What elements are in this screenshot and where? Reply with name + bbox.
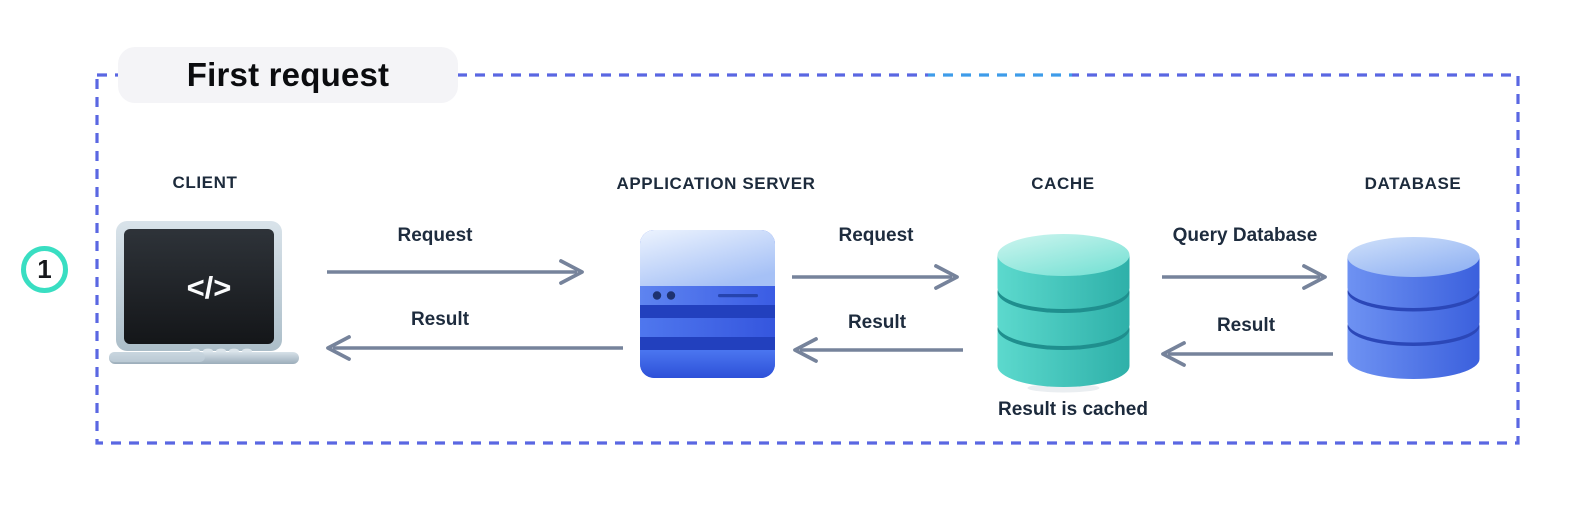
edge-label-appserver-to-client: Result <box>410 309 470 330</box>
edge-database-to-cache-arrow <box>1158 339 1335 369</box>
step-number-badge: 1 <box>21 246 68 293</box>
app-server-icon <box>640 230 775 378</box>
cache-caption: Result is cached <box>998 399 1148 420</box>
edge-label-appserver-to-cache: Request <box>838 225 914 246</box>
diagram-title: First request <box>186 56 390 93</box>
node-label-cache: CACHE <box>1031 174 1095 193</box>
laptop-code-icon: </> <box>109 221 299 364</box>
arrow-right-icon <box>327 259 584 285</box>
arrow-right-icon <box>792 264 959 290</box>
node-label-application-server: APPLICATION SERVER <box>616 174 816 193</box>
cache-cylinder-icon <box>997 234 1130 393</box>
edge-appserver-to-client-arrow <box>323 333 625 363</box>
diagram-title-chip: First request <box>118 47 458 103</box>
dashed-frame-border <box>95 73 1520 445</box>
database-cylinder-icon <box>1347 237 1480 379</box>
code-glyph: </> <box>187 270 232 305</box>
edge-cache-to-appserver-arrow <box>790 335 965 365</box>
step-number: 1 <box>37 254 52 284</box>
edge-label-database-to-cache: Result <box>1216 315 1276 336</box>
node-label-client: CLIENT <box>172 173 238 192</box>
arrow-right-icon <box>1162 264 1327 290</box>
edge-cache-to-database-arrow <box>1160 262 1330 292</box>
arrow-left-icon <box>326 335 623 361</box>
edge-label-client-to-appserver: Request <box>397 225 473 246</box>
edge-client-to-appserver-arrow <box>325 257 587 287</box>
edge-label-cache-to-appserver: Result <box>847 312 907 333</box>
edge-label-cache-to-database: Query Database <box>1172 225 1318 246</box>
edge-appserver-to-cache-arrow <box>790 262 962 292</box>
arrow-left-icon <box>793 337 963 363</box>
node-label-database: DATABASE <box>1364 174 1462 193</box>
arrow-left-icon <box>1161 341 1333 367</box>
